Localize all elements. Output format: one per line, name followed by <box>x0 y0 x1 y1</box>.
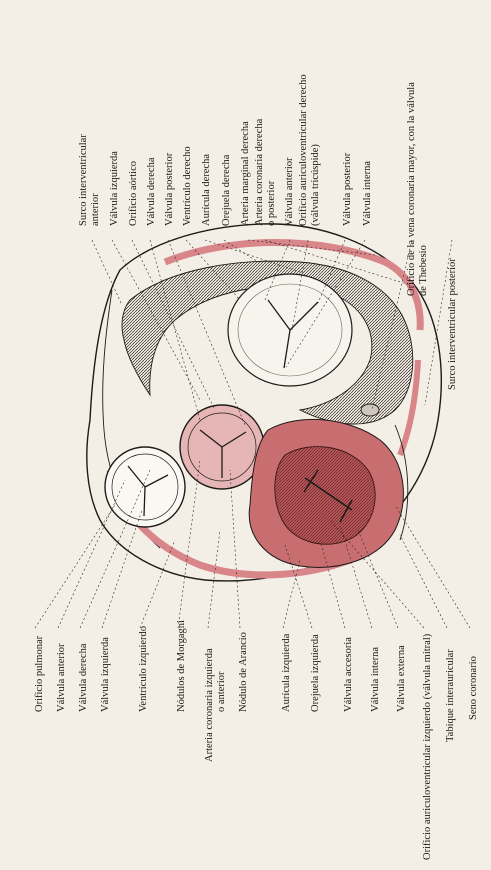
label-valvula-externa: Válvula externa <box>396 645 407 712</box>
label-nodulo-arancio: Nódulo de Arancio <box>238 632 249 712</box>
label-orejuela-derecha: Orejuela derecha <box>221 154 232 226</box>
labels-left: Orificio pulmonar Válvula anterior Válvu… <box>34 620 479 860</box>
label-valvula-izquierda-right: Válvula izquierda <box>109 151 120 226</box>
label-valvula-accesoria: Válvula accesoria <box>343 637 354 712</box>
label-orificio-aortico: Orificio aórtico <box>128 161 139 226</box>
label-valvula-tricuspide: (válvula tricúspide) <box>310 144 321 226</box>
label-valvula-interna-right: Válvula interna <box>362 161 373 226</box>
heart-drawing <box>87 224 441 581</box>
label-anterior: anterior <box>90 193 101 226</box>
label-valvula-posterior-upper: Válvula posterior <box>164 152 175 226</box>
label-o-posterior: o posterior <box>266 180 277 226</box>
label-o-anterior: o anterior <box>216 671 227 712</box>
label-orificio-av-derecho: Orificio auriculoventricular derecho <box>298 74 309 226</box>
label-valvula-anterior-left: Válvula anterior <box>56 643 67 712</box>
label-valvula-derecha-left: Válvula derecha <box>78 643 89 712</box>
label-valvula-derecha-right: Válvula derecha <box>146 157 157 226</box>
label-auricula-izquierda: Aurícula izquierda <box>281 633 292 712</box>
label-orificio-av-izquierdo: Orificio auriculoventricular izquierdo (… <box>422 633 433 860</box>
label-arteria-marginal-derecha: Arteria marginal derecha <box>240 121 251 226</box>
label-ventriculo-derecho: Ventrículo derecho <box>182 146 193 226</box>
label-auricula-derecha: Aurícula derecha <box>201 154 212 226</box>
label-tabique-interauricular: Tabique interauricular <box>445 649 456 742</box>
label-valvula-interna-left: Válvula interna <box>370 647 381 712</box>
label-arteria-coronaria-derecha: Arteria coronaria derecha <box>254 118 265 226</box>
label-valvula-anterior-right: Válvula anterior <box>284 157 295 226</box>
label-orificio-vena-coronaria-mayor: Orificio de la vena coronaria mayor, con… <box>406 82 417 296</box>
label-seno-coronario: Seno coronario <box>468 656 479 720</box>
label-arteria-coronaria-izquierda: Arteria coronaria izquierda <box>204 648 215 762</box>
label-nodulos-morgagni: Nódulos de Morgagni <box>176 620 187 712</box>
coronary-sinus <box>361 404 379 416</box>
label-orejuela-izquierda: Orejuela izquierda <box>310 634 321 712</box>
label-orificio-pulmonar: Orificio pulmonar <box>34 635 45 712</box>
label-surco-interventricular-anterior: Surco interventricular <box>78 134 89 226</box>
mitral-hatch <box>275 447 375 545</box>
label-surco-interventricular-posterior: Surco interventricular posterior <box>447 258 458 390</box>
label-valvula-posterior-lower: Válvula posterior <box>342 152 353 226</box>
label-ventriculo-izquierdo: Ventrículo izquierdo <box>138 626 149 712</box>
label-valvula-izquierda-left: Válvula izquierda <box>100 637 111 712</box>
label-de-thebesio: de Thebesio <box>418 245 429 296</box>
